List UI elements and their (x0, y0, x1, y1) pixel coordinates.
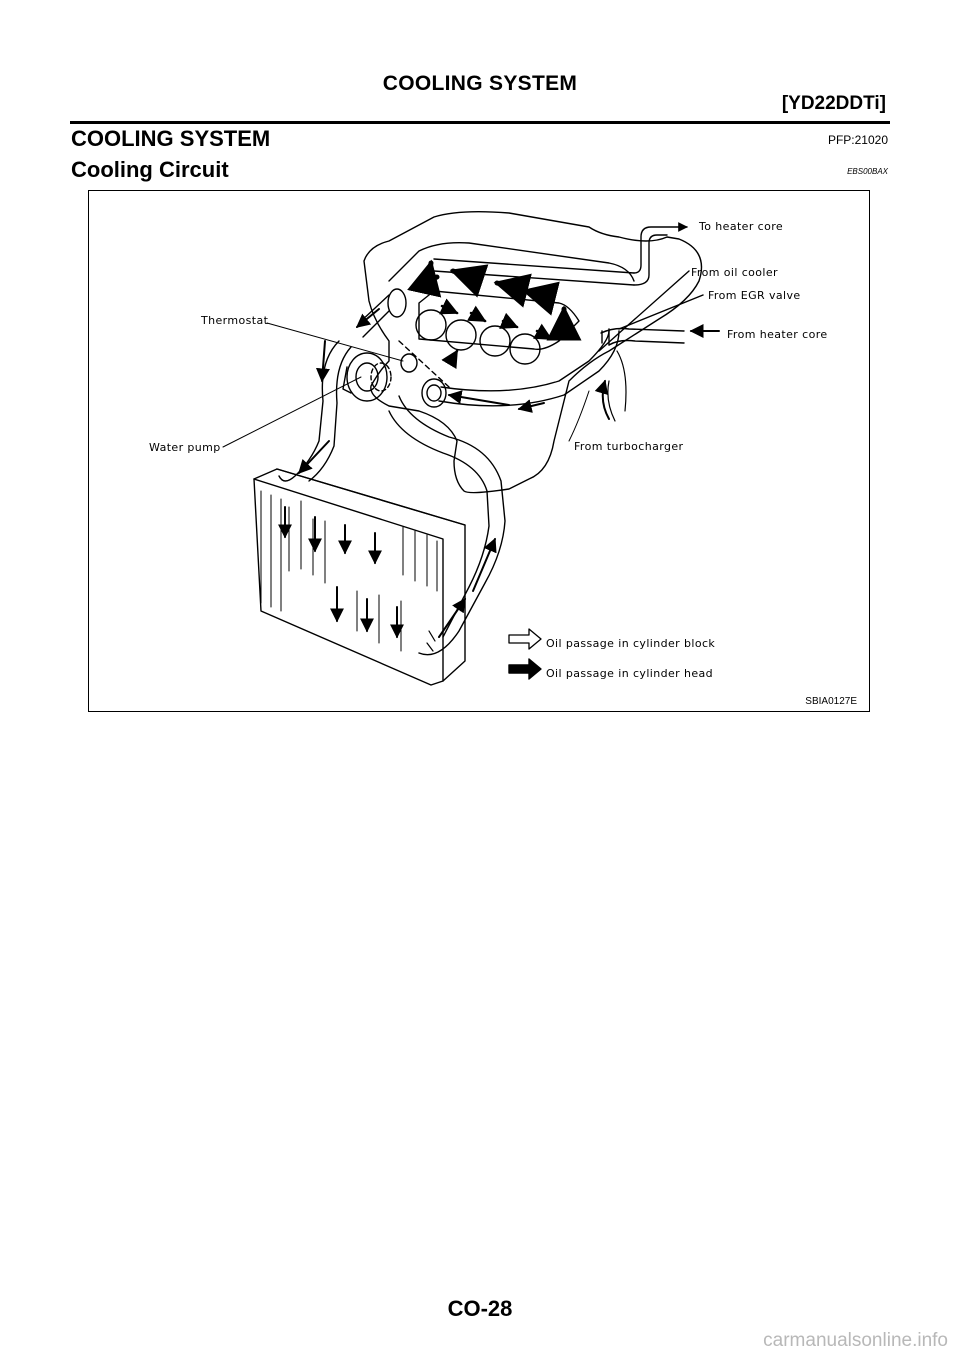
cooling-circuit-illustration (222, 210, 720, 686)
thermostat-leader (266, 322, 404, 362)
egr-line (618, 294, 704, 330)
upper-radiator-hose (278, 340, 340, 482)
head-deck (418, 290, 580, 351)
legend-block-label: Oil passage in cylinder block (546, 637, 716, 650)
pfp-code: PFP:21020 (827, 133, 888, 147)
oil-cooler-line (598, 270, 690, 352)
label-from-heater-core: From heater core (727, 328, 828, 341)
thermostat-housing (387, 288, 407, 318)
running-title: COOLING SYSTEM (382, 72, 578, 95)
label-to-heater-core: To heater core (699, 220, 784, 233)
figure-code: SBIA0127E (805, 696, 857, 707)
watermark: carmanualsonline.info (763, 1330, 948, 1351)
label-thermostat: Thermostat (201, 314, 269, 327)
legend-head-symbol (508, 658, 542, 680)
thermostat-valve (400, 353, 418, 373)
header-rule (70, 121, 890, 124)
chamber-3 (479, 325, 511, 357)
radiator (253, 468, 466, 686)
section-title: COOLING SYSTEM (71, 126, 271, 151)
label-from-turbocharger: From turbocharger (574, 440, 684, 453)
chamber-1 (415, 309, 447, 341)
engine-top-edge (388, 241, 635, 282)
egr-pipe (600, 327, 685, 334)
legend-head-label: Oil passage in cylinder head (546, 667, 714, 680)
thermostat-to-pump-arrow (355, 308, 380, 328)
page-number: CO-28 (447, 1296, 513, 1321)
legend-block-symbol (508, 628, 542, 650)
lower-radiator-hose (398, 395, 506, 656)
top-pipe (433, 258, 635, 274)
label-from-egr-valve: From EGR valve (708, 289, 801, 302)
chamber-4 (509, 333, 541, 365)
label-water-pump: Water pump (149, 441, 221, 454)
reference-code: EBS00BAX (847, 167, 888, 176)
heater-core-outlet-pipe (633, 222, 688, 274)
engine-code: [YD22DDTi] (781, 93, 886, 114)
subsection-title: Cooling Circuit (71, 157, 229, 182)
cooling-circuit-figure: To heater core From oil cooler From EGR … (88, 190, 870, 712)
label-from-oil-cooler: From oil cooler (691, 266, 778, 279)
engine-outline (363, 210, 703, 494)
chamber-2 (445, 319, 477, 351)
water-pump (346, 352, 388, 402)
turbo-return-pipe (440, 330, 610, 392)
water-pump-leader (222, 376, 362, 448)
